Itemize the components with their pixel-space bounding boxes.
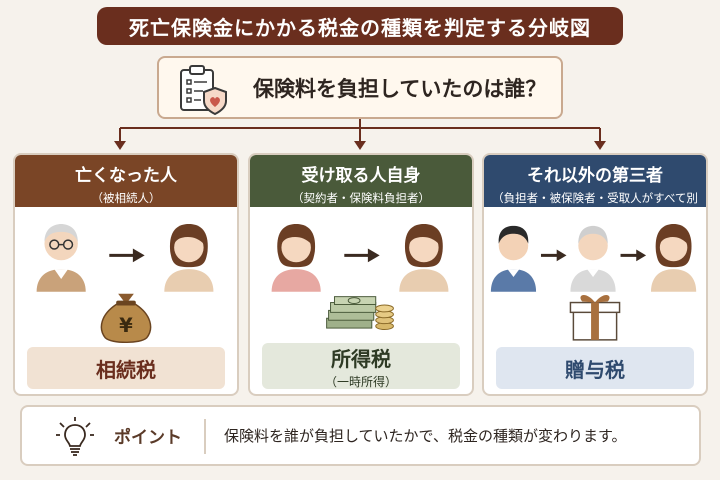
- case-illustration: [271, 223, 449, 331]
- arrow-right-icon: [540, 249, 567, 262]
- case-header: それ以外の第三者 （負担者・被保険者・受取人がすべて別人）: [484, 155, 706, 221]
- man-icon: [490, 225, 537, 292]
- arrow-right-icon: [109, 248, 145, 263]
- diagram-title: 死亡保険金にかかる税金の種類を判定する分岐図: [97, 7, 623, 45]
- case-subheading: （被相続人）: [91, 191, 161, 205]
- woman-icon: [399, 223, 449, 292]
- case-card-third-party: それ以外の第三者 （負担者・被保険者・受取人がすべて別人）: [482, 153, 708, 396]
- case-header: 受け取る人自身 （契約者・保険料負担者）: [250, 155, 472, 207]
- case-heading: 亡くなった人: [75, 166, 177, 186]
- tax-result: 相続税: [27, 347, 225, 389]
- woman-icon: [650, 223, 697, 292]
- case-header: 亡くなった人 （被相続人）: [15, 155, 237, 207]
- tax-type: 相続税: [96, 357, 156, 382]
- cash-and-coins-icon: [326, 296, 394, 331]
- arrow-right-icon: [620, 249, 647, 262]
- tax-type: 贈与税: [565, 357, 625, 382]
- question-text: 保険料を負担していたのは誰？: [253, 76, 547, 101]
- case-heading: 受け取る人自身: [301, 166, 421, 186]
- case-card-deceased: 亡くなった人 （被相続人） ¥ 相続税: [13, 153, 239, 396]
- yen-symbol: ¥: [119, 314, 133, 337]
- tax-result: 所得税 （一時所得）: [262, 343, 460, 389]
- divider: [204, 419, 206, 454]
- gift-box-icon: [569, 295, 621, 341]
- point-text: 保険料を誰が負担していたかで、税金の種類が変わります。: [224, 427, 627, 445]
- arrow-right-icon: [344, 248, 380, 263]
- elderly-man-icon: [36, 223, 86, 292]
- tax-result: 贈与税: [496, 347, 694, 389]
- point-box: ポイント 保険料を誰が負担していたかで、税金の種類が変わります。: [20, 405, 701, 466]
- woman-icon: [271, 223, 321, 292]
- tax-type: 所得税: [331, 346, 391, 371]
- case-subheading: （負担者・被保険者・受取人がすべて別人）: [492, 191, 698, 221]
- point-label: ポイント: [114, 428, 182, 448]
- woman-icon: [164, 223, 214, 292]
- case-illustration: [490, 223, 697, 341]
- case-card-recipient: 受け取る人自身 （契約者・保険料負担者）: [248, 153, 474, 396]
- case-heading: それ以外の第三者: [527, 166, 663, 186]
- lightbulb-icon: [56, 417, 94, 456]
- question-box: 保険料を負担していたのは誰？: [157, 56, 563, 119]
- case-illustration: ¥: [36, 223, 214, 344]
- clipboard-heart-shield-icon: [180, 65, 227, 116]
- tax-note: （一時所得）: [324, 374, 397, 389]
- case-subheading: （契約者・保険料負担者）: [292, 191, 430, 205]
- money-bag-icon: [100, 293, 152, 344]
- elderly-man-icon: [570, 225, 616, 292]
